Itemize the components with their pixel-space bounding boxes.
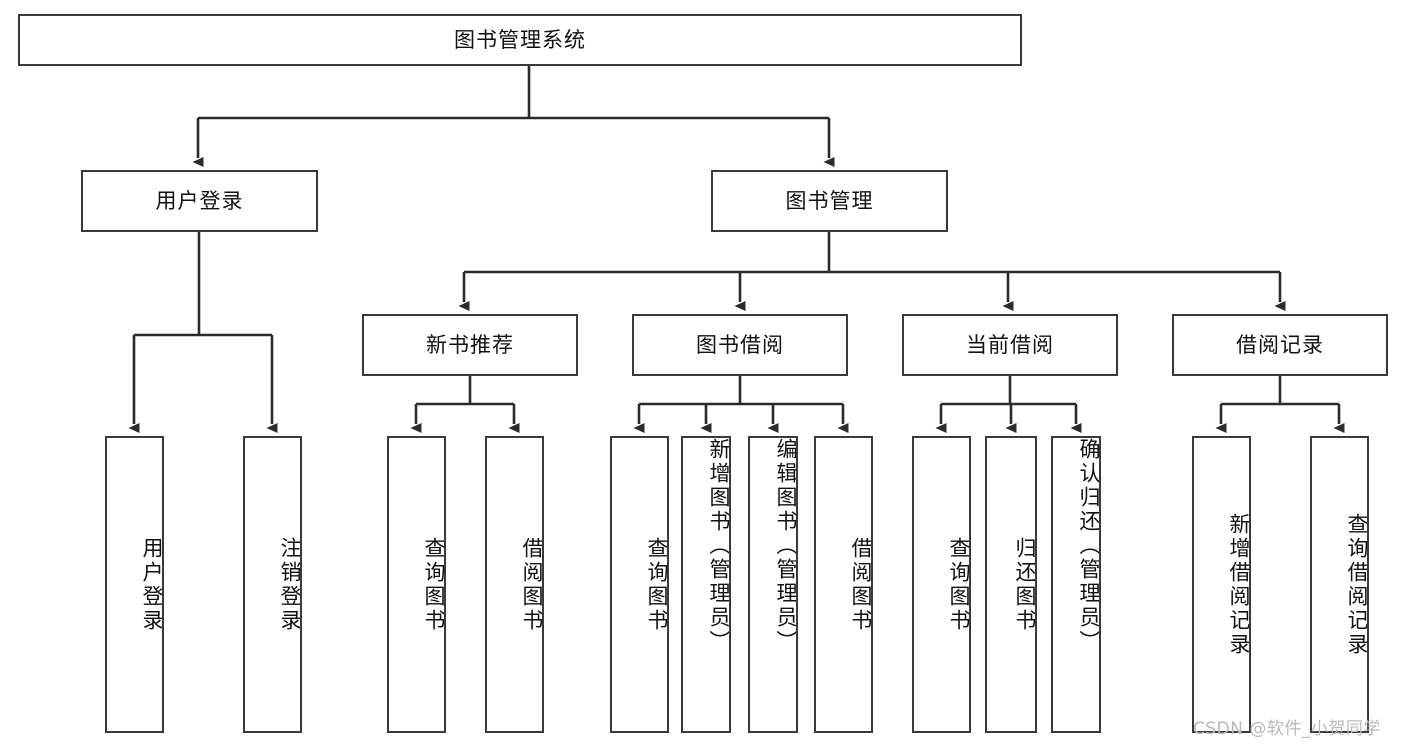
- node-leaf-query-borrow-record[interactable]: 查询借阅记录: [1310, 436, 1369, 733]
- node-leaf-query-book-borrow[interactable]: 查询图书: [610, 436, 669, 733]
- node-leaf-query-book-borrow-label: 查询图书: [645, 536, 669, 633]
- node-borrow-record[interactable]: 借阅记录: [1172, 314, 1388, 376]
- node-current-borrow[interactable]: 当前借阅: [902, 314, 1118, 376]
- node-leaf-add-book-admin-label: 新增图书（管理员）: [707, 438, 731, 654]
- node-leaf-user-login[interactable]: 用户登录: [105, 436, 164, 733]
- node-leaf-confirm-return-admin-label: 确认归还（管理员）: [1077, 438, 1101, 654]
- node-leaf-borrow-book-recommend-label: 借阅图书: [520, 536, 544, 633]
- node-leaf-query-book-current[interactable]: 查询图书: [912, 436, 971, 733]
- node-leaf-query-book-current-label: 查询图书: [947, 536, 971, 633]
- node-leaf-user-logout[interactable]: 注销登录: [243, 436, 302, 733]
- node-user-login[interactable]: 用户登录: [81, 170, 318, 232]
- node-leaf-edit-book-admin[interactable]: 编辑图书（管理员）: [748, 436, 798, 733]
- node-leaf-add-book-admin[interactable]: 新增图书（管理员）: [681, 436, 731, 733]
- node-leaf-return-book[interactable]: 归还图书: [985, 436, 1037, 733]
- node-book-borrow[interactable]: 图书借阅: [632, 314, 848, 376]
- node-leaf-add-borrow-record[interactable]: 新增借阅记录: [1192, 436, 1251, 733]
- node-leaf-query-borrow-record-label: 查询借阅记录: [1345, 512, 1369, 657]
- csdn-watermark: CSDN @软件_小贺同学: [1193, 719, 1381, 739]
- node-user-login-label: 用户登录: [155, 188, 244, 213]
- node-root[interactable]: 图书管理系统: [18, 14, 1022, 66]
- node-leaf-return-book-label: 归还图书: [1013, 536, 1037, 633]
- node-book-manage-label: 图书管理: [785, 188, 874, 213]
- node-book-borrow-label: 图书借阅: [696, 332, 784, 357]
- node-leaf-borrow-book-recommend[interactable]: 借阅图书: [485, 436, 544, 733]
- node-leaf-add-borrow-record-label: 新增借阅记录: [1227, 512, 1251, 657]
- node-new-book-recommend[interactable]: 新书推荐: [362, 314, 578, 376]
- node-leaf-user-login-label: 用户登录: [140, 536, 164, 633]
- node-root-label: 图书管理系统: [454, 27, 586, 52]
- node-new-book-recommend-label: 新书推荐: [426, 332, 514, 357]
- node-leaf-edit-book-admin-label: 编辑图书（管理员）: [774, 438, 798, 654]
- node-borrow-record-label: 借阅记录: [1236, 332, 1324, 357]
- node-leaf-query-book-recommend-label: 查询图书: [422, 536, 446, 633]
- node-current-borrow-label: 当前借阅: [966, 332, 1054, 357]
- node-leaf-user-logout-label: 注销登录: [278, 536, 302, 633]
- node-leaf-borrow-book-label: 借阅图书: [849, 536, 873, 633]
- node-leaf-confirm-return-admin[interactable]: 确认归还（管理员）: [1051, 436, 1101, 733]
- node-leaf-query-book-recommend[interactable]: 查询图书: [387, 436, 446, 733]
- node-leaf-borrow-book[interactable]: 借阅图书: [814, 436, 873, 733]
- node-book-manage[interactable]: 图书管理: [711, 170, 948, 232]
